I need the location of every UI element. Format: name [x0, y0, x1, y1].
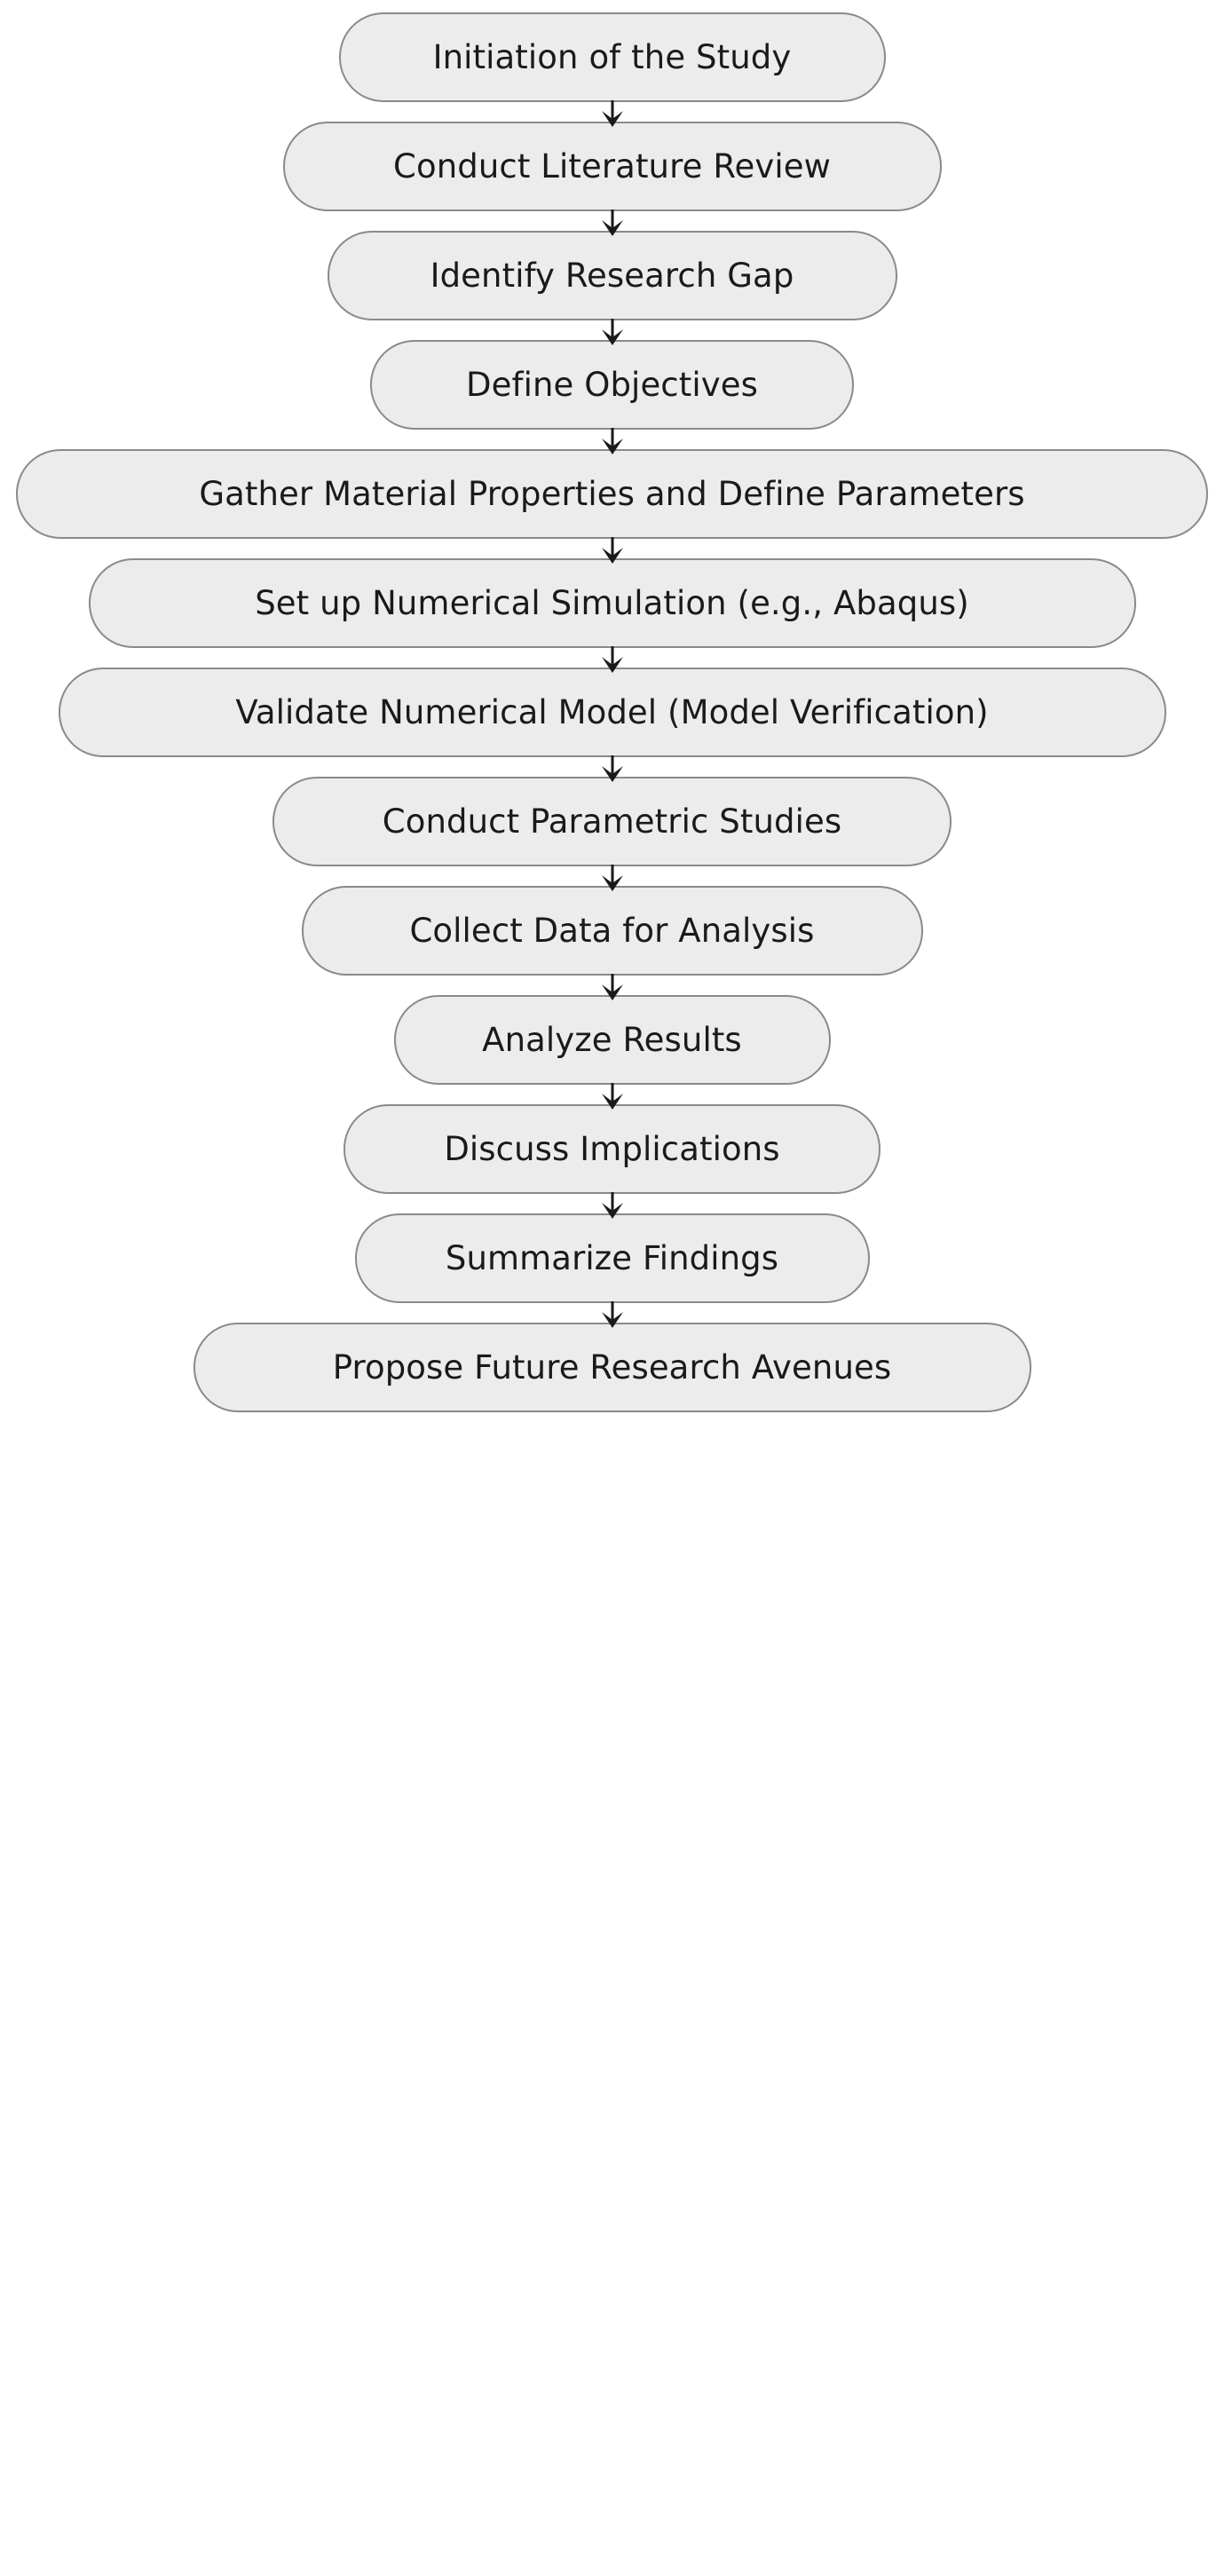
flow-arrow-n7-to-n8: [595, 755, 630, 782]
flow-step: Conduct Parametric Studies: [0, 777, 1224, 866]
flow-step: Propose Future Research Avenues: [0, 1323, 1224, 1412]
flow-node-label: Collect Data for Analysis: [409, 912, 815, 950]
flow-node-n4[interactable]: Define Objectives: [370, 340, 854, 430]
flow-node-n5[interactable]: Gather Material Properties and Define Pa…: [16, 449, 1208, 539]
flow-node-n12[interactable]: Summarize Findings: [354, 1213, 870, 1303]
flow-node-label: Analyze Results: [482, 1021, 742, 1059]
flow-node-label: Gather Material Properties and Define Pa…: [199, 475, 1025, 513]
flow-node-n9[interactable]: Collect Data for Analysis: [301, 886, 923, 976]
flow-node-label: Conduct Literature Review: [393, 147, 831, 186]
flow-node-label: Validate Numerical Model (Model Verifica…: [235, 693, 989, 731]
flow-step: Summarize Findings: [0, 1213, 1224, 1303]
flow-node-label: Set up Numerical Simulation (e.g., Abaqu…: [255, 584, 969, 622]
flow-arrow-n9-to-n10: [595, 974, 630, 1000]
flow-node-label: Identify Research Gap: [430, 257, 794, 295]
flow-arrow-n1-to-n2: [595, 100, 630, 127]
flow-arrow-n3-to-n4: [595, 319, 630, 345]
flow-node-label: Summarize Findings: [445, 1239, 779, 1277]
flow-arrow-n12-to-n13: [595, 1301, 630, 1328]
flow-node-label: Define Objectives: [466, 366, 758, 404]
flow-node-n8[interactable]: Conduct Parametric Studies: [272, 777, 952, 866]
flow-arrow-n5-to-n6: [595, 537, 630, 564]
flow-step: Initiation of the Study: [0, 12, 1224, 102]
flow-arrow-n4-to-n5: [595, 428, 630, 454]
flow-step: Gather Material Properties and Define Pa…: [0, 449, 1224, 539]
flow-step: Conduct Literature Review: [0, 122, 1224, 211]
flow-node-n2[interactable]: Conduct Literature Review: [282, 122, 942, 211]
flow-node-n7[interactable]: Validate Numerical Model (Model Verifica…: [58, 668, 1166, 757]
flow-node-n10[interactable]: Analyze Results: [393, 995, 831, 1085]
flow-step: Validate Numerical Model (Model Verifica…: [0, 668, 1224, 757]
flow-arrow-n8-to-n9: [595, 865, 630, 891]
flow-arrow-n2-to-n3: [595, 209, 630, 236]
flow-node-label: Initiation of the Study: [432, 38, 792, 76]
flow-node-n3[interactable]: Identify Research Gap: [327, 231, 897, 320]
flow-node-label: Discuss Implications: [444, 1130, 780, 1168]
flow-node-n13[interactable]: Propose Future Research Avenues: [193, 1323, 1031, 1412]
flow-node-label: Propose Future Research Avenues: [332, 1348, 892, 1387]
flow-arrow-n10-to-n11: [595, 1083, 630, 1110]
flow-step: Discuss Implications: [0, 1104, 1224, 1194]
flow-step: Identify Research Gap: [0, 231, 1224, 320]
flow-step: Collect Data for Analysis: [0, 886, 1224, 976]
flow-arrow-n6-to-n7: [595, 646, 630, 673]
flow-step: Define Objectives: [0, 340, 1224, 430]
flow-node-label: Conduct Parametric Studies: [382, 802, 842, 841]
flow-step: Analyze Results: [0, 995, 1224, 1085]
flow-step: Set up Numerical Simulation (e.g., Abaqu…: [0, 558, 1224, 648]
flow-node-n6[interactable]: Set up Numerical Simulation (e.g., Abaqu…: [88, 558, 1136, 648]
flow-node-n1[interactable]: Initiation of the Study: [338, 12, 886, 102]
flow-arrow-n11-to-n12: [595, 1192, 630, 1219]
flow-node-n11[interactable]: Discuss Implications: [344, 1104, 880, 1194]
